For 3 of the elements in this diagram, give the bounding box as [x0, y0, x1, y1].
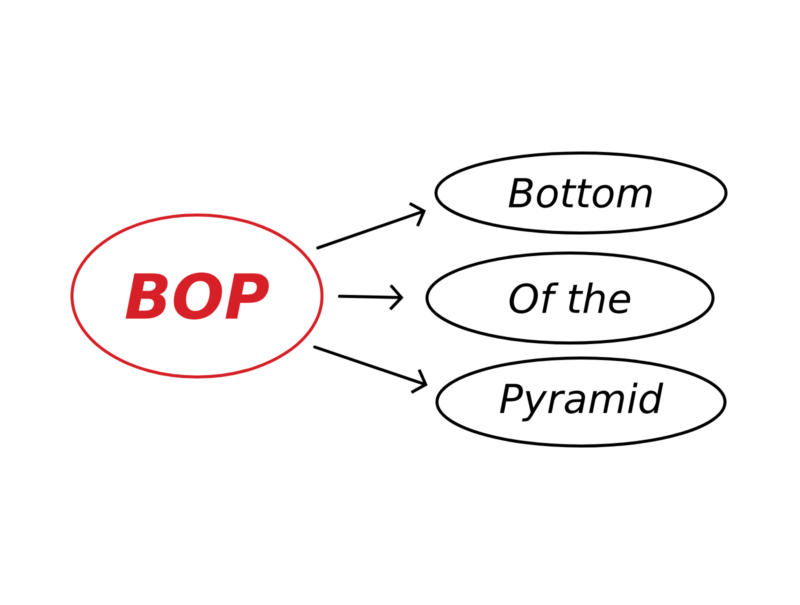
arrow	[316, 202, 426, 250]
arrow	[313, 346, 428, 394]
arrow	[338, 284, 404, 310]
